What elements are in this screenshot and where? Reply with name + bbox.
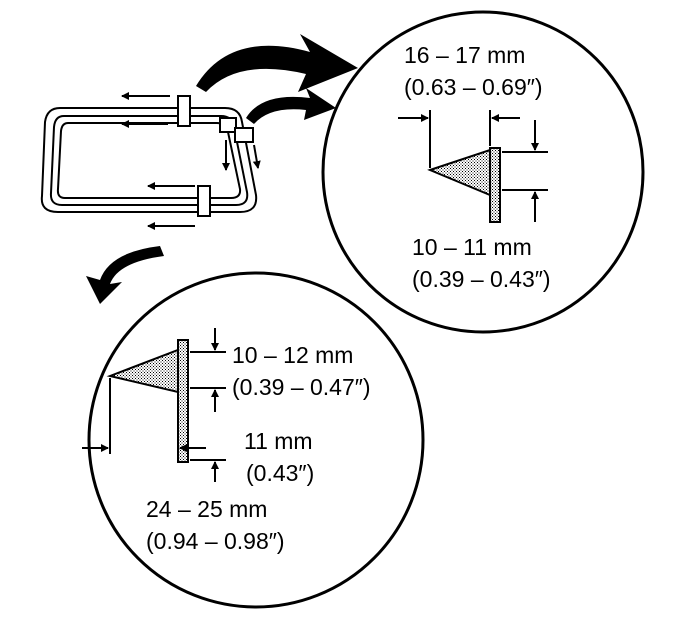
lower-glass-edge <box>177 339 189 463</box>
frame-direction-arrows <box>121 92 261 230</box>
curved-arrow-upper <box>196 34 358 124</box>
lower-width-in-label: (0.94 – 0.98″) <box>146 528 285 554</box>
upper-offset-mm-label: 10 – 11 mm <box>412 234 532 260</box>
lower-top-in-label: (0.39 – 0.47″) <box>232 374 371 400</box>
upper-glass-edge <box>489 147 501 223</box>
upper-detail-view <box>321 10 645 334</box>
lower-mid-in-label: (0.43″) <box>246 460 315 486</box>
lower-top-mm-label: 10 – 12 mm <box>232 342 354 368</box>
upper-width-in-label: (0.63 – 0.69″) <box>404 74 543 100</box>
curved-arrow-lower <box>86 246 164 304</box>
lower-width-mm-label: 24 – 25 mm <box>146 496 268 522</box>
upper-width-mm-label: 16 – 17 mm <box>404 42 526 68</box>
lower-mid-mm-label: 11 mm <box>244 428 313 454</box>
lower-detail-view <box>82 271 425 609</box>
upper-offset-in-label: (0.39 – 0.43″) <box>412 266 551 292</box>
frame-clip-marks <box>177 95 254 217</box>
